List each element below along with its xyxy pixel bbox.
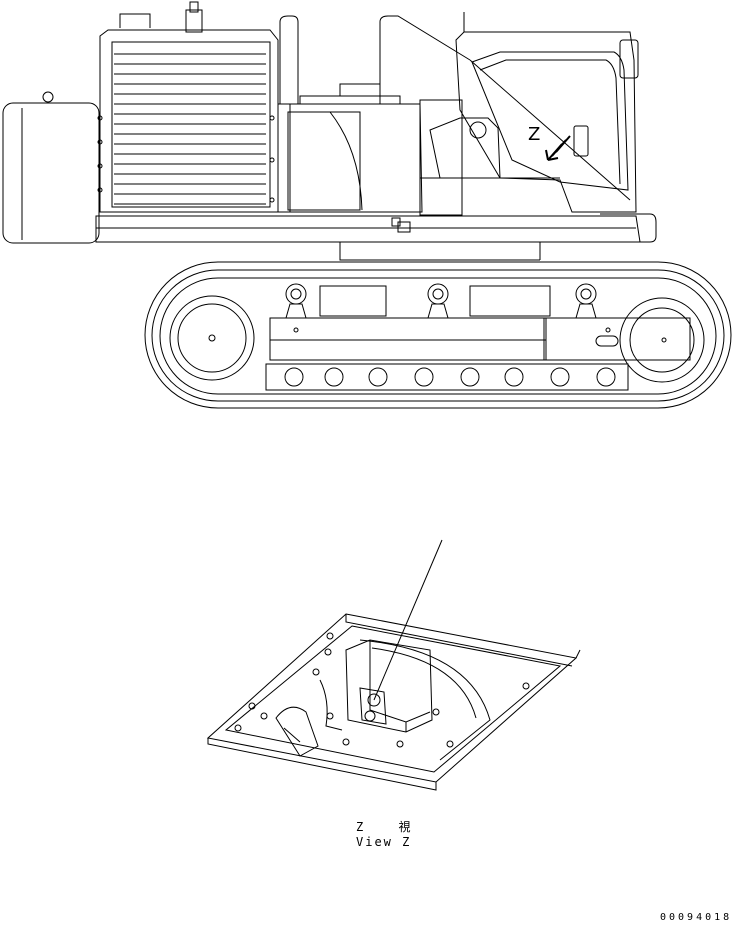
view-arrow — [546, 136, 570, 160]
pedal-lever — [276, 707, 318, 756]
key-switch — [360, 688, 386, 724]
view-title-en: View Z — [356, 835, 412, 849]
view-z-detail — [208, 540, 580, 790]
fuel-tank — [420, 100, 462, 215]
upper-structure — [3, 2, 656, 260]
carrier-rollers — [286, 284, 596, 318]
floor-plate — [208, 614, 576, 782]
deck — [96, 216, 640, 242]
handrail — [280, 16, 298, 104]
part-number: 00094018 — [660, 912, 733, 923]
track-frame — [270, 318, 546, 360]
counterweight — [3, 103, 99, 243]
drive-sprocket — [620, 298, 704, 382]
idler-wheel — [170, 296, 254, 380]
boom-foot — [430, 118, 500, 178]
view-arrow-label: Z — [528, 124, 540, 145]
console-box — [346, 640, 432, 732]
leader-line — [374, 540, 442, 700]
view-title-jp: Z 視 — [356, 820, 425, 834]
track-rollers — [266, 364, 628, 390]
radiator-housing — [100, 30, 278, 212]
radiator-grille — [114, 54, 266, 204]
engine-hood — [278, 104, 422, 212]
undercarriage — [145, 262, 731, 408]
operator-cab — [456, 12, 638, 212]
track-outer — [145, 262, 731, 408]
